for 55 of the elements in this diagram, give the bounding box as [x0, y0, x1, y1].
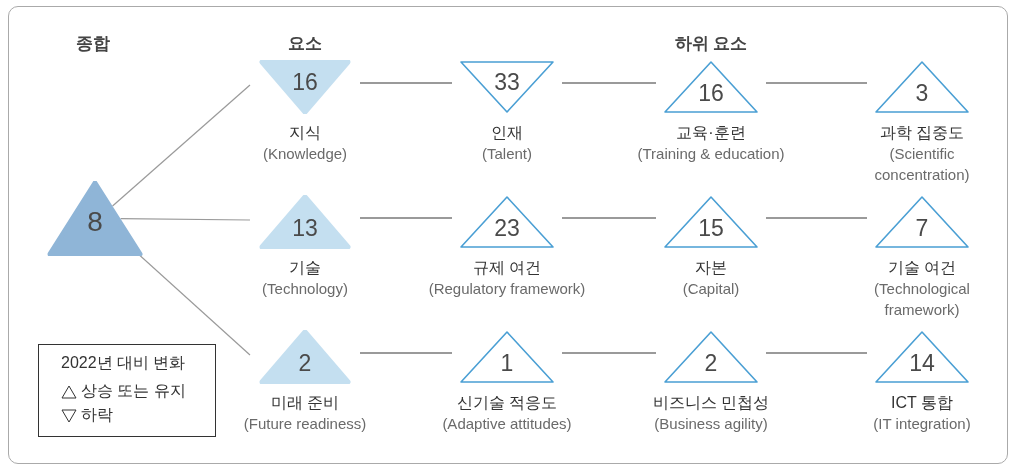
connector-line	[765, 352, 868, 354]
connector-line	[561, 217, 657, 219]
english-name: (Regulatory framework)	[428, 279, 586, 299]
connector-line	[765, 82, 868, 84]
english-name: (Technological framework)	[873, 279, 971, 320]
score-number: 23	[494, 215, 520, 242]
connector-line	[561, 82, 657, 84]
connector-line	[765, 217, 868, 219]
score-number: 14	[909, 350, 935, 377]
indicator-name: ICT 통합	[891, 393, 953, 413]
indicator-name: 비즈니스 민첩성	[652, 393, 770, 413]
score-number: 2	[298, 350, 312, 377]
legend-title: 2022년 대비 변화	[61, 353, 186, 373]
english-name: (Adaptive attitudes)	[442, 414, 572, 434]
english-name: (Scientific concentration)	[873, 144, 971, 185]
english-name: (Future readiness)	[243, 414, 367, 434]
indicator-name: 과학 집중도	[879, 123, 965, 143]
indicator-name: 지식	[289, 123, 321, 143]
score-number: 2	[704, 350, 718, 377]
legend-text: 하락	[81, 405, 113, 425]
connector-line	[111, 84, 251, 207]
connector-line	[359, 217, 453, 219]
indicator-name: 인재	[491, 123, 523, 143]
indicator-name: 신기술 적응도	[456, 393, 558, 413]
connector-line	[137, 253, 251, 356]
indicator-name: 교육·훈련	[676, 123, 746, 143]
english-name: (Knowledge)	[262, 144, 348, 164]
score-number: 3	[915, 80, 929, 107]
score-number: 16	[698, 80, 724, 107]
indicator-name: 규제 여건	[472, 258, 542, 278]
score-number: 16	[292, 68, 318, 95]
indicator-name: 자본	[695, 258, 727, 278]
connector-line	[359, 82, 453, 84]
score-number: 13	[292, 215, 318, 242]
column-header: 요소	[288, 33, 322, 55]
legend-text: 상승 또는 유지	[81, 381, 186, 401]
english-name: (Technology)	[262, 279, 348, 299]
column-header: 종합	[76, 33, 110, 55]
connector-line	[359, 352, 453, 354]
score-number: 15	[698, 215, 724, 242]
english-name: (Talent)	[482, 144, 532, 164]
english-name: (Training & education)	[637, 144, 785, 164]
english-name: (Business agility)	[654, 414, 768, 434]
score-number: 1	[500, 350, 514, 377]
english-name: (IT integration)	[873, 414, 971, 434]
indicator-name: 기술 여건	[887, 258, 957, 278]
column-header: 하위 요소	[674, 33, 748, 55]
score-number: 7	[915, 215, 929, 242]
indicator-name: 기술	[289, 258, 321, 278]
english-name: (Capital)	[682, 279, 740, 299]
score-number: 8	[87, 209, 103, 236]
connector-line	[561, 352, 657, 354]
indicator-name: 미래 준비	[270, 393, 340, 413]
connector-line	[120, 218, 251, 221]
score-number: 33	[494, 68, 520, 95]
